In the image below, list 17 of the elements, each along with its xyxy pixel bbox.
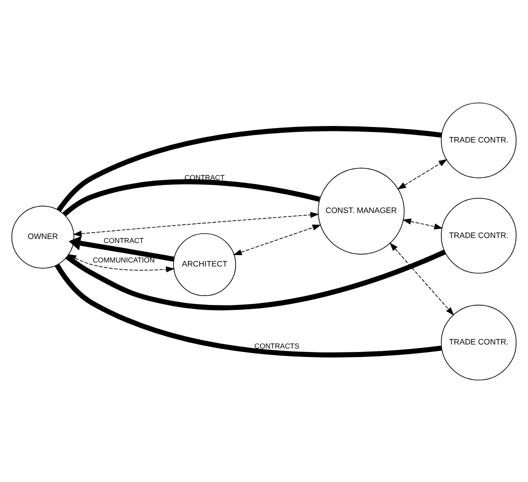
arrow xyxy=(397,158,448,190)
node-circle: OWNER xyxy=(11,205,74,268)
connector xyxy=(56,126,442,212)
edge-label: CONTRACTS xyxy=(254,340,300,350)
connector xyxy=(54,263,442,357)
node-circle: CONST. MANAGER xyxy=(318,167,405,254)
arrow xyxy=(402,218,443,229)
connector xyxy=(62,178,320,216)
node-circle: TRADE CONTR. xyxy=(440,304,517,380)
arrow xyxy=(72,211,320,236)
node-circle: ARCHITECT xyxy=(173,232,236,296)
edge-label: COMMUNICATION xyxy=(92,254,155,264)
node-circle: TRADE CONTR. xyxy=(440,197,517,274)
node-circle: TRADE CONTR. xyxy=(440,102,517,178)
arrow xyxy=(233,224,322,255)
edge-label: CONTRACT xyxy=(104,235,144,244)
arrow xyxy=(390,242,454,316)
